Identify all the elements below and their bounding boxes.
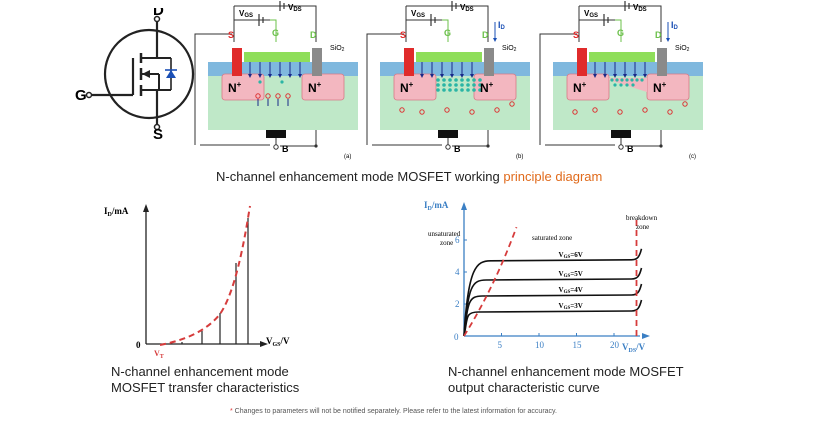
series-label: VGS=5V [559,270,583,279]
n-plus-right-label: N+ [480,80,494,95]
output-curve [463,248,643,337]
transfer-chart: ID/mA VGS/V 0 VT [104,204,290,360]
transfer-caption: N-channel enhancement mode MOSFET transf… [111,364,299,396]
sio2-label: SiO2 [330,45,345,53]
drain-label: D [153,8,164,19]
output-ylabel: ID/mA [424,200,449,212]
drain-terminal-label: D [310,30,317,40]
output-xlabel: VDS/V [622,342,646,354]
bulk-terminal-label: B [282,144,289,154]
output-caption: N-channel enhancement mode MOSFET output… [448,364,684,396]
saturated-zone-label: saturated zone [532,234,572,242]
footnote: * Changes to parameters will not be noti… [230,408,557,415]
output-origin: 0 [454,332,459,342]
series-label: VGS=4V [559,286,583,295]
n-plus-left-label: N+ [573,80,587,95]
transfer-ylabel: ID/mA [104,206,129,218]
id-label: ID [671,20,679,31]
y-tick-label: 6 [455,235,460,245]
bulk-terminal-label: B [627,144,634,154]
output-curve [463,267,643,337]
principle-caption-highlight: principle diagram [503,169,603,184]
footnote-star: * [230,408,233,415]
threshold-label: VT [154,349,164,360]
n-plus-right-label: N+ [308,80,322,95]
x-tick-label: 20 [610,340,620,350]
gate-label: G [75,87,87,104]
panel-tag: (b) [516,154,523,160]
gate-terminal-label: G [617,28,624,38]
vgs-label: VGS [584,9,598,19]
breakdown-zone-label: breakdown [626,214,658,222]
drain-terminal-label: D [655,30,662,40]
y-tick-label: 2 [455,299,460,309]
vds-label: VDS [633,3,647,13]
source-terminal-label: S [573,30,579,40]
transfer-origin: 0 [136,340,141,350]
series-label: VGS=3V [559,302,583,311]
output-caption-line2: output characteristic curve [448,380,600,395]
source-terminal-label: S [228,30,234,40]
x-tick-label: 15 [573,340,583,350]
panel-tag: (a) [344,154,351,160]
gate-terminal-label: G [444,28,451,38]
transfer-caption-line2: MOSFET transfer characteristics [111,380,300,395]
drain-terminal-label: D [482,30,489,40]
transfer-xlabel: VGS/V [266,336,290,348]
id-label: ID [498,20,506,31]
n-plus-right-label: N+ [653,80,667,95]
footnote-text: Changes to parameters will not be notifi… [232,408,557,415]
source-terminal-label: S [400,30,406,40]
vds-label: VDS [288,3,302,13]
output-curve [463,283,643,337]
unsaturated-zone-label-2: zone [440,239,453,247]
breakdown-zone-label-2: zone [636,223,649,231]
x-tick-label: 5 [498,340,503,350]
y-tick-label: 4 [455,267,460,277]
n-plus-left-label: N+ [228,80,242,95]
sio2-label: SiO2 [502,45,517,53]
vgs-label: VGS [239,9,253,19]
series-label: VGS=6V [559,251,583,260]
vgs-label: VGS [411,9,425,19]
output-curve [463,299,643,337]
principle-caption-main: N-channel enhancement mode MOSFET workin… [216,169,504,184]
gate-terminal-label: G [272,28,279,38]
vds-label: VDS [460,3,474,13]
n-plus-left-label: N+ [400,80,414,95]
x-tick-label: 10 [535,340,545,350]
transfer-caption-line1: N-channel enhancement mode [111,364,289,379]
bulk-terminal-label: B [454,144,461,154]
sio2-label: SiO2 [675,45,690,53]
source-label: S [153,126,163,140]
panel-tag: (c) [689,154,696,160]
unsaturated-zone-label: unsaturated [428,230,461,238]
output-caption-line1: N-channel enhancement mode MOSFET [448,364,684,379]
mosfet-symbol: D G S [75,8,195,140]
principle-caption: N-channel enhancement mode MOSFET workin… [216,169,602,184]
output-chart: 5 10 15 20 2 4 6 0 ID/mA VDS/V VGS=6V VGS=5V VGS=4V V… [424,200,658,354]
